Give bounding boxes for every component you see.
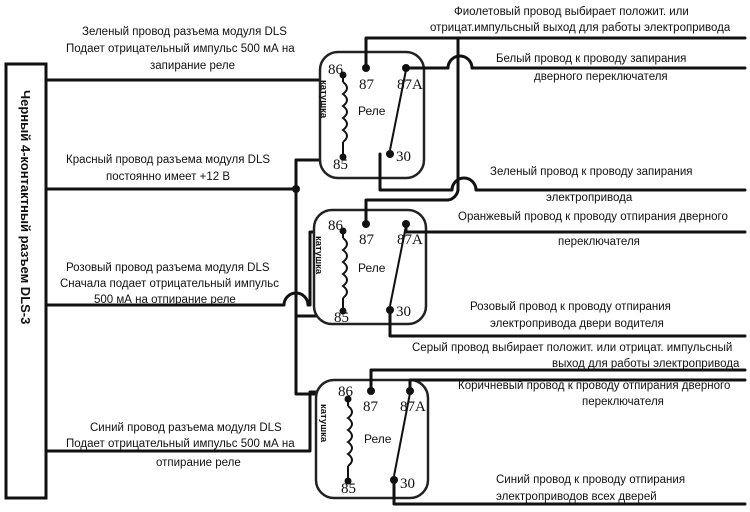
label-white-1: Белый провод к проводу запирания	[496, 53, 686, 65]
label-blue-all-1: Синий провод к проводу отпирания	[496, 474, 685, 486]
relay-2-coil-label: катушка	[313, 236, 324, 275]
relay-1: 86 85 87 87A 30 Реле катушка	[318, 50, 426, 180]
label-white-2: дверного переключателя	[534, 71, 668, 83]
relay-3-label: Реле	[364, 432, 392, 446]
label-green-module-2: Подает отрицательный импульс 500 мА на	[66, 43, 295, 55]
relay-2: 86 85 87 87A 30 Реле катушка	[312, 208, 428, 326]
relay-2-contact-arm	[389, 225, 407, 307]
label-green-module-1: Зеленый провод разъема модуля DLS	[82, 26, 287, 38]
label-orange-2: переключателя	[558, 236, 640, 248]
label-pink-module-3: 500 мА на отпирание реле	[94, 294, 236, 306]
label-blue-module-2: Подает отрицательный импульс 500 мА на	[66, 438, 295, 450]
relay-3-coil	[346, 405, 353, 467]
label-blue-module-3: отпирание реле	[156, 457, 241, 469]
relay-3-contact-arm	[393, 392, 411, 477]
junction-dot-red-bus	[292, 185, 300, 193]
label-blue-all-2: электроприводов всех дверей	[496, 491, 657, 503]
label-red-module-1: Красный провод разъема модуля DLS	[66, 154, 270, 166]
label-gray-1: Серый провод выбирает положит. или отриц…	[412, 342, 732, 354]
relay-2-label: Реле	[358, 261, 386, 275]
relay-1-pin-87: 87	[359, 77, 375, 93]
relay-2-pin-30: 30	[396, 304, 411, 320]
relay-2-pin-85: 85	[334, 310, 349, 326]
label-blue-module-1: Синий провод разъема модуля DLS	[90, 422, 282, 434]
label-green-module-3: запирание реле	[150, 60, 235, 72]
left-labels: Зеленый провод разъема модуля DLS Подает…	[60, 26, 295, 469]
output-wires	[364, 36, 747, 506]
label-violet-1: Фиолетовый провод выбирает положит. или	[454, 6, 689, 18]
label-pink-module-1: Розовый провод разъема модуля DLS	[66, 262, 270, 274]
relay-2-pin-86: 86	[328, 218, 344, 234]
relay-3: 86 85 87 87A 30 Реле катушка	[314, 378, 430, 500]
relay-2-pin-87a: 87A	[397, 232, 423, 248]
label-orange-1: Оранжевый провод к проводу отпирания две…	[458, 211, 728, 223]
relay-2-coil	[341, 237, 348, 299]
label-violet-2: отрицат.импульсный выход для работы элек…	[430, 22, 731, 34]
label-brown-2: переключателя	[582, 396, 664, 408]
label-green-lock-2: электропривода	[546, 192, 633, 204]
module-wires	[44, 78, 322, 453]
relay-3-pin-87: 87	[363, 399, 379, 415]
label-green-lock-1: Зеленый провод к проводу запирания	[490, 166, 693, 178]
label-brown-1: Коричневый провод к проводу отпирания дв…	[458, 380, 730, 392]
label-gray-2: выход для работы электропривода	[552, 358, 740, 370]
label-pink-driver-2: электропривода двери водителя	[490, 318, 664, 330]
right-labels: Фиолетовый провод выбирает положит. или …	[412, 6, 740, 503]
relay-3-pin-85: 85	[341, 481, 356, 497]
relay-2-pin-87: 87	[359, 232, 375, 248]
relay-1-label: Реле	[358, 104, 386, 118]
relay-1-contact-arm	[389, 69, 407, 151]
relay-3-coil-label: катушка	[318, 404, 329, 443]
relay-3-pin-30: 30	[400, 476, 415, 492]
relay-3-pin-87a: 87A	[400, 399, 426, 415]
label-pink-module-2: Сначала подает отрицательный импульс	[60, 278, 279, 290]
relay-1-coil	[341, 81, 348, 143]
connector-label: Черный 4-контактный разъем DLS-3	[18, 90, 33, 324]
label-pink-driver-1: Розовый провод к проводу отпирания	[470, 301, 671, 313]
relay-1-pin-30: 30	[396, 149, 411, 165]
relay-1-pin-86: 86	[328, 62, 344, 78]
relay-1-coil-label: катушка	[318, 80, 329, 119]
label-red-module-2: постоянно имеет +12 В	[106, 171, 230, 183]
relay-1-pin-85: 85	[333, 157, 348, 173]
dls3-connector: Черный 4-контактный разъем DLS-3	[4, 62, 48, 500]
